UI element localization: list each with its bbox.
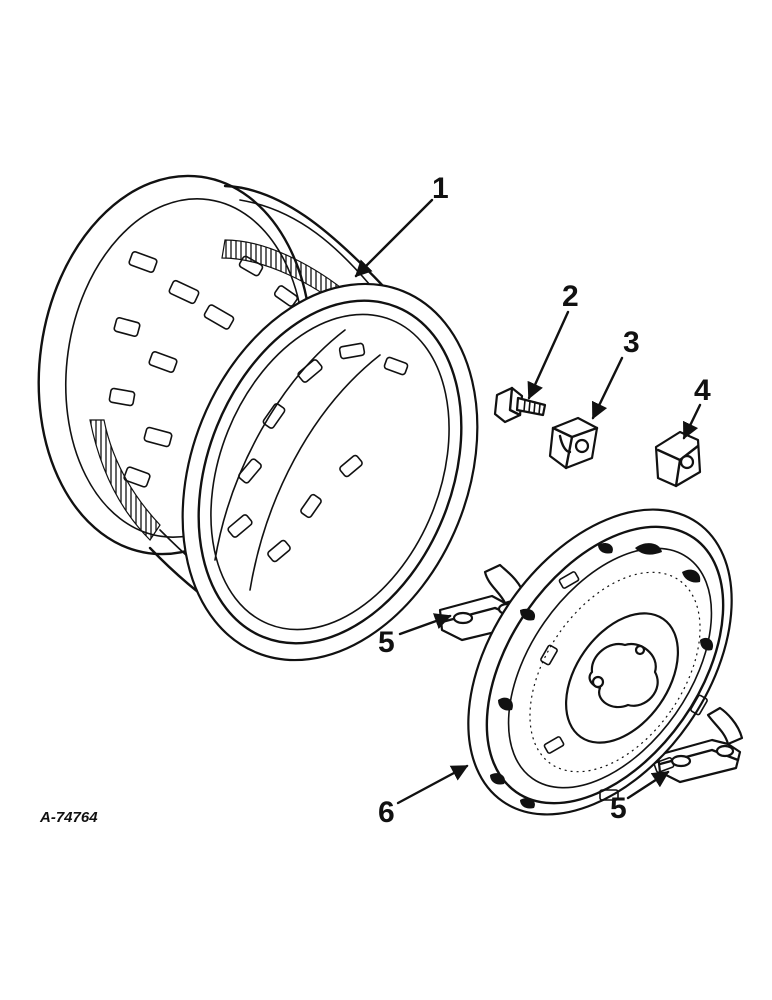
figure-reference: A-74764 bbox=[39, 809, 98, 826]
callout-5-lower: 5 bbox=[610, 792, 627, 825]
callout-4: 4 bbox=[694, 374, 711, 407]
leader-2 bbox=[527, 310, 570, 400]
clamp-nut bbox=[548, 416, 599, 470]
leader-4 bbox=[682, 403, 702, 440]
leader-1 bbox=[354, 198, 434, 278]
callout-6: 6 bbox=[378, 796, 395, 829]
wheel-center-disc bbox=[467, 508, 733, 816]
callout-1: 1 bbox=[432, 172, 449, 205]
callout-3: 3 bbox=[623, 326, 640, 359]
leader-5b bbox=[626, 770, 670, 800]
clamp-lower bbox=[656, 706, 744, 784]
clip bbox=[654, 430, 702, 488]
callout-5-upper: 5 bbox=[378, 626, 395, 659]
callout-2: 2 bbox=[562, 280, 579, 313]
wheel-rim bbox=[37, 174, 479, 662]
leader-5a bbox=[398, 613, 452, 636]
bolt bbox=[493, 386, 547, 424]
leader-lines bbox=[354, 198, 702, 805]
leader-3 bbox=[591, 356, 624, 420]
leader-6 bbox=[396, 764, 469, 805]
